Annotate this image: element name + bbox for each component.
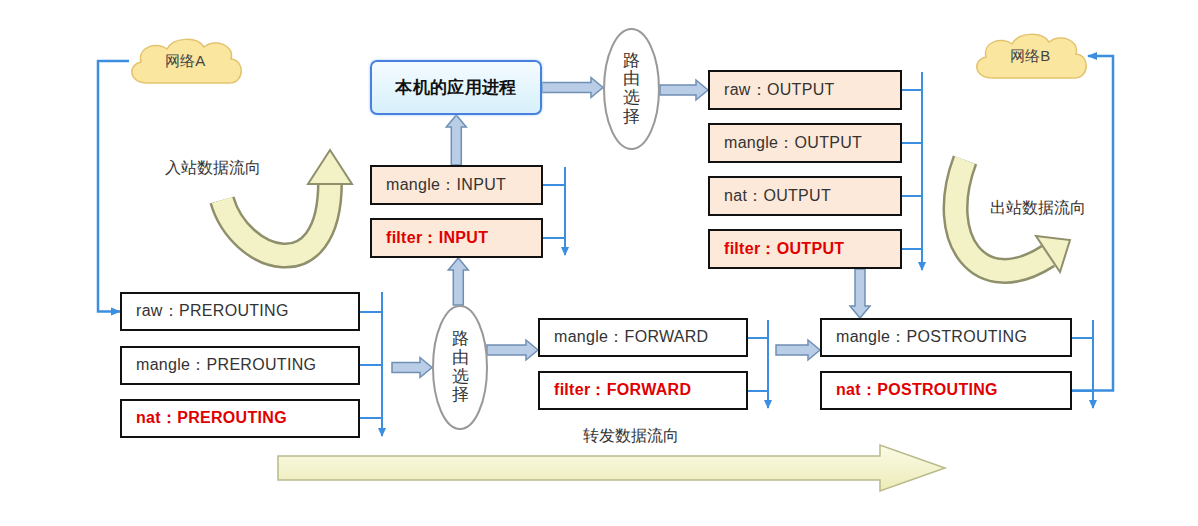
chain-box: nat：PREROUTING [120, 399, 360, 438]
chain-box: mangle：FORWARD [538, 318, 748, 357]
node-text: nat：OUTPUT [724, 186, 831, 207]
node-text: mangle：PREROUTING [136, 355, 316, 376]
node-text: 路由选择 [452, 330, 469, 405]
chain-box: raw：PREROUTING [120, 292, 360, 331]
flow-arrow [392, 358, 432, 378]
flow-arrow [660, 80, 708, 100]
flow-label: 出站数据流向 [990, 198, 1086, 219]
chain-box: mangle：INPUT [370, 165, 543, 205]
node-text: raw：OUTPUT [724, 80, 835, 101]
node-text: filter：OUTPUT [724, 239, 844, 260]
flow-arrow [446, 115, 466, 165]
flow-arrow [850, 269, 870, 318]
chain-box: mangle：PREROUTING [120, 346, 360, 385]
route-oval: 路由选择 [432, 305, 488, 430]
flow-arrow [776, 340, 820, 360]
flow-arrow [487, 340, 538, 360]
network-cloud: 网络B [970, 30, 1090, 82]
chain-box: filter：OUTPUT [708, 229, 902, 269]
node-text: filter：FORWARD [554, 380, 691, 401]
chain-box: nat：POSTROUTING [820, 371, 1072, 410]
flow-arrow [542, 78, 603, 98]
chain-box: filter：INPUT [370, 218, 543, 258]
chain-bracket [360, 72, 1093, 436]
network-cloud: 网络A [125, 35, 245, 87]
node-text: 路由选择 [623, 52, 640, 127]
node-text: mangle：POSTROUTING [836, 327, 1027, 348]
forward-band-arrow [278, 445, 945, 491]
chain-box: raw：OUTPUT [708, 70, 902, 110]
node-text: raw：PREROUTING [136, 301, 289, 322]
chain-box: filter：FORWARD [538, 371, 748, 410]
node-text: mangle：OUTPUT [724, 133, 862, 154]
chain-box: mangle：OUTPUT [708, 123, 902, 163]
node-text: 网络B [1010, 47, 1051, 66]
flow-label: 入站数据流向 [165, 158, 261, 179]
node-text: nat：PREROUTING [136, 408, 287, 429]
network-line [1072, 56, 1113, 391]
chain-box: nat：OUTPUT [708, 176, 902, 216]
flow-label: 转发数据流向 [583, 426, 679, 447]
node-text: mangle：FORWARD [554, 327, 708, 348]
node-text: nat：POSTROUTING [836, 380, 998, 401]
process-box: 本机的应用进程 [370, 60, 542, 115]
chain-box: mangle：POSTROUTING [820, 318, 1072, 357]
node-text: filter：INPUT [386, 228, 488, 249]
network-line [98, 61, 129, 312]
flow-arrow [448, 258, 468, 305]
node-text: 网络A [165, 52, 206, 71]
node-text: mangle：INPUT [386, 175, 506, 196]
route-oval: 路由选择 [603, 28, 660, 150]
node-text: 本机的应用进程 [395, 76, 516, 99]
